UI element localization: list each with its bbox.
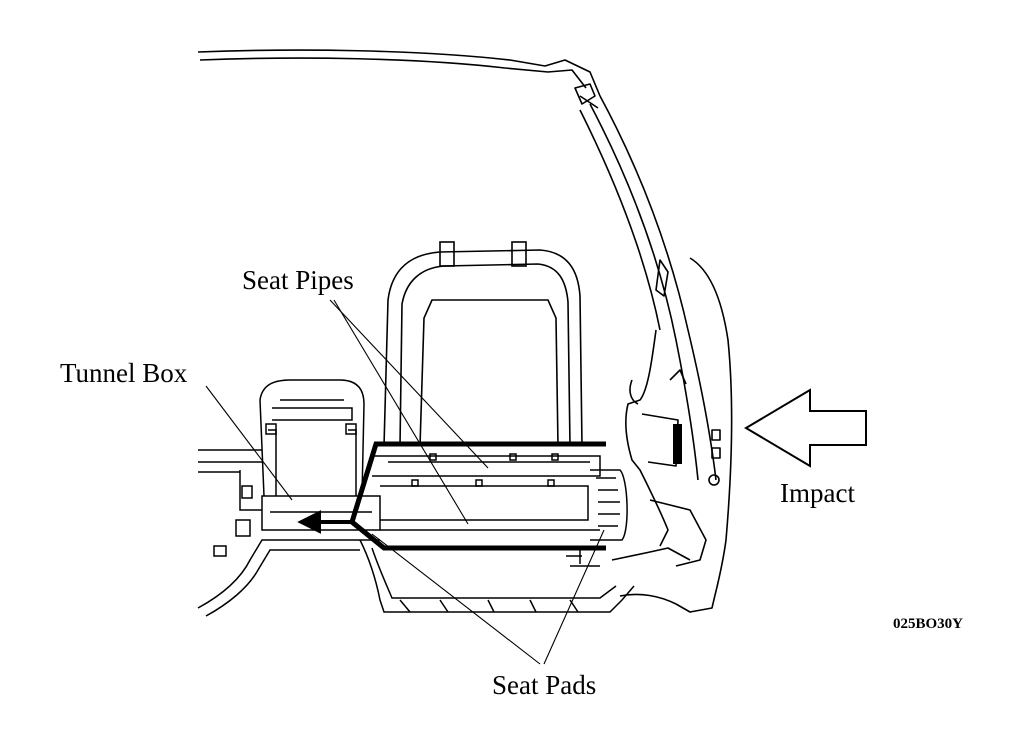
leader-lines (205, 299, 605, 665)
seat-back-frame (383, 241, 583, 447)
impact-label: Impact (780, 478, 855, 508)
load-path-lines (349, 441, 606, 551)
impact-zone-bar (673, 424, 682, 464)
vehicle-body-outline (197, 49, 733, 613)
tunnel-box-label: Tunnel Box (60, 358, 188, 388)
seat-pads-label: Seat Pads (492, 670, 597, 700)
figure-code-label: 025BO30Y (893, 616, 964, 632)
seat-pipes-label: Seat Pipes (242, 265, 354, 295)
seat-cushion (359, 453, 635, 613)
impact-arrow-icon (744, 388, 867, 468)
tunnel-box (197, 379, 381, 617)
